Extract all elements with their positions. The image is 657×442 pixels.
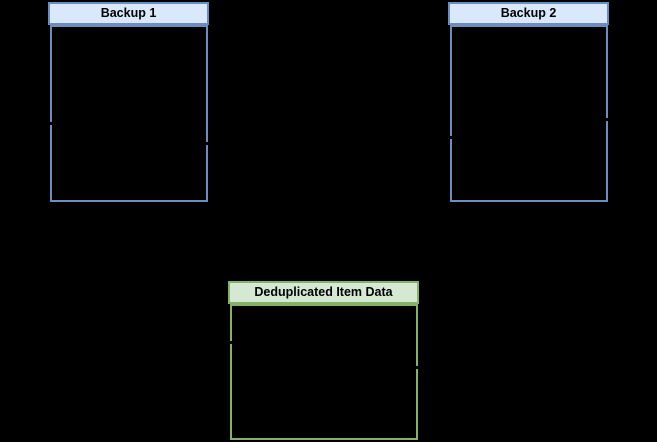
node-backup-2-title: Backup 2 [448, 2, 609, 25]
node-backup-1-title: Backup 1 [48, 2, 209, 25]
connector-stub [604, 118, 612, 121]
node-backup-1: Backup 1 [48, 2, 209, 202]
connector-stub [45, 122, 53, 125]
connector-stub [225, 341, 233, 344]
node-deduplicated-item-data: Deduplicated Item Data [228, 281, 419, 440]
connector-stub [414, 366, 422, 369]
node-deduplicated-item-data-title: Deduplicated Item Data [228, 281, 419, 304]
node-deduplicated-item-data-body [229, 304, 418, 440]
connector-stub [445, 136, 453, 139]
node-backup-1-body [49, 25, 208, 202]
node-backup-2: Backup 2 [448, 2, 609, 202]
node-backup-2-body [449, 25, 608, 202]
connector-stub [204, 142, 212, 145]
